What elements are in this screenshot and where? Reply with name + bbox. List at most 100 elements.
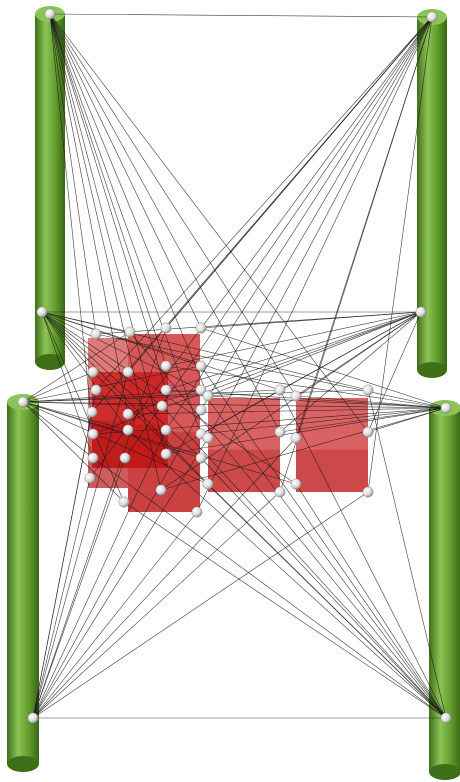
cables-layer [22, 13, 447, 719]
cable-line [127, 429, 447, 719]
cable-line [49, 13, 94, 435]
node-sphere [86, 406, 98, 418]
cable-line [200, 407, 447, 435]
cable-line [22, 401, 297, 485]
node-sphere [87, 366, 99, 378]
node-sphere [195, 322, 207, 334]
node-sphere [90, 384, 102, 396]
cable-line [32, 409, 202, 719]
cable-line [32, 429, 167, 719]
cable-line [32, 491, 369, 719]
cable-line [279, 311, 422, 433]
cable-line [165, 365, 447, 409]
cable-line [22, 401, 202, 459]
cable-line [41, 311, 94, 373]
cable-line [49, 13, 202, 329]
node-sphere [17, 396, 29, 408]
cable-line [49, 13, 209, 397]
cable-line [200, 327, 447, 409]
cable-line [22, 331, 131, 403]
cable-line [32, 371, 129, 719]
cable-line [22, 389, 281, 403]
cable-line [32, 457, 126, 719]
cable-line [32, 327, 167, 719]
post-top-left [35, 6, 65, 370]
cable-line [32, 511, 198, 719]
cable-line [22, 401, 209, 485]
node-sphere [160, 360, 172, 372]
cable-line [32, 437, 297, 719]
cable-line [129, 331, 447, 719]
cable-line [49, 13, 297, 397]
node-sphere [274, 486, 286, 498]
cable-line [49, 13, 129, 415]
cable-line [295, 483, 447, 719]
cable-line [367, 16, 433, 493]
cable-line [32, 411, 93, 719]
node-sphere [274, 426, 286, 438]
node-sphere [191, 506, 203, 518]
cable-line [41, 311, 202, 459]
cable-line [49, 13, 162, 491]
cable-line [200, 457, 447, 719]
node-sphere [122, 424, 134, 436]
block-right [296, 398, 368, 492]
cable-line [200, 311, 422, 329]
cable-line [32, 437, 209, 719]
cable-line [200, 16, 433, 411]
node-sphere [87, 452, 99, 464]
cable-line [92, 311, 422, 435]
cable-line [165, 311, 422, 367]
node-sphere [90, 328, 102, 340]
cable-line [92, 457, 447, 719]
node-sphere [119, 452, 131, 464]
cable-line [22, 401, 447, 409]
cable-line [41, 311, 202, 391]
cable-line [207, 483, 447, 719]
cable-line [367, 389, 447, 719]
node-sphere [440, 712, 452, 724]
node-sphere [195, 384, 207, 396]
cable-line [22, 389, 369, 403]
node-sphere [27, 712, 39, 724]
cable-line [41, 311, 94, 459]
cable-line [207, 16, 433, 439]
cable-line [207, 395, 447, 409]
cable-line [160, 407, 447, 491]
cable-line [22, 401, 125, 503]
cable-line [22, 401, 163, 407]
cable-line [22, 401, 94, 459]
cable-line [165, 407, 447, 455]
node-sphere [155, 484, 167, 496]
cable-line [32, 491, 281, 719]
cable-line [49, 13, 167, 367]
node-sphere [44, 8, 56, 20]
node-sphere [362, 426, 374, 438]
node-sphere [195, 404, 207, 416]
cable-line [123, 501, 447, 719]
cable-line [367, 311, 422, 433]
cable-line [41, 311, 125, 503]
cable-line [295, 311, 422, 397]
cable-line [22, 365, 202, 403]
cable-line [207, 311, 422, 397]
node-sphere [156, 400, 168, 412]
node-sphere [160, 448, 172, 460]
node-sphere [195, 452, 207, 464]
cable-line [91, 16, 433, 413]
node-sphere [426, 11, 438, 23]
posts-layer [7, 6, 460, 780]
node-sphere [440, 402, 452, 414]
node-sphere [202, 478, 214, 490]
node-sphere [160, 424, 172, 436]
cable-line [95, 16, 433, 391]
node-sphere [124, 326, 136, 338]
node-sphere [202, 432, 214, 444]
node-sphere [415, 306, 427, 318]
node-sphere [160, 322, 172, 334]
cable-line [165, 16, 433, 431]
cable-line [196, 16, 433, 513]
cable-line [92, 407, 447, 435]
node-sphere [122, 366, 134, 378]
cable-line [49, 13, 433, 18]
